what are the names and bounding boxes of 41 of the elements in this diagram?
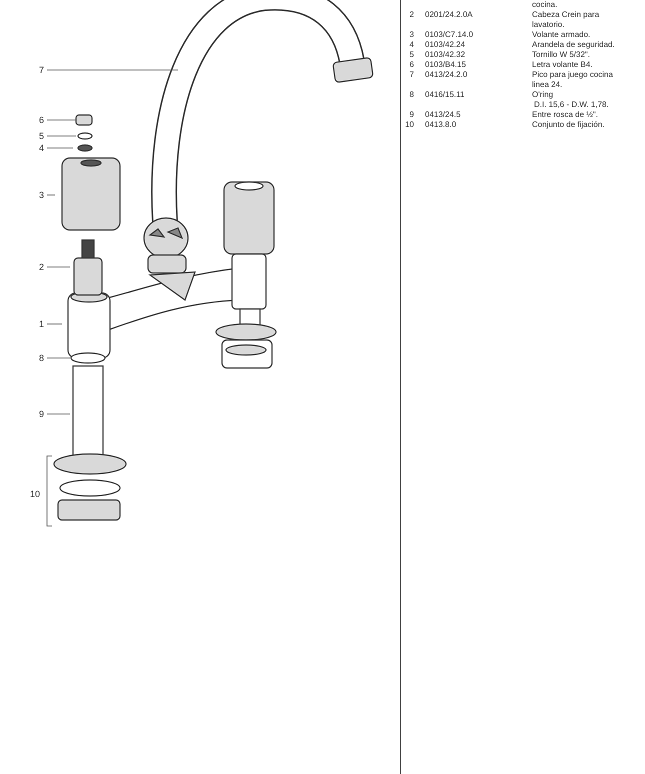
table-cell-text: cocina. — [532, 0, 558, 10]
table-cell: 5 — [410, 50, 414, 59]
leader-line — [46, 194, 56, 196]
table-cell: 10 — [405, 120, 414, 129]
table-cell-text: O'ring — [532, 90, 554, 100]
callout-number: 8 — [30, 352, 44, 364]
table-cell: 0103/42.24 — [425, 40, 466, 49]
callout-number: 6 — [30, 114, 44, 126]
callout-number: 1 — [30, 318, 44, 330]
table-cell: 0201/24.2.0A — [425, 10, 473, 19]
callout-number: 9 — [30, 408, 44, 420]
table-cell-text: Pico para juego cocina linea 24. — [532, 70, 614, 90]
table-cell-text: Volante armado. — [532, 30, 592, 40]
callout-number: 4 — [30, 142, 44, 154]
table-cell-text: Letra volante B4. — [532, 60, 594, 70]
table-cell-text: Tornillo W 5/32". — [532, 50, 591, 60]
callout-number: 7 — [30, 64, 44, 76]
table-cell: 0413.8.0 — [425, 120, 456, 129]
leader-line — [46, 266, 70, 268]
table-cell: 9 — [410, 110, 414, 119]
table-cell-text: Cabeza Crein para lavatorio. — [532, 10, 600, 30]
table-cell-text: Entre rosca de ½". — [532, 110, 599, 120]
callout-number: 10 — [26, 488, 40, 500]
table-cell-text: Conjunto de fijación. — [532, 120, 606, 130]
callout-number: 2 — [30, 261, 44, 273]
table-cell: 0103/C7.14.0 — [425, 30, 474, 39]
table-cell-text: Arandela de seguridad. — [532, 40, 616, 50]
table-cell: 0416/15.11 — [425, 90, 464, 99]
callout-number: 5 — [30, 130, 44, 142]
table-cell: 0413/24.5 — [425, 110, 461, 119]
table-cell: 7 — [410, 70, 414, 79]
table-cell: 6 — [410, 60, 414, 69]
table-cell-text: D.I. 15,6 - D.W. 1,78. — [533, 100, 610, 110]
table-cell: 4 — [410, 40, 414, 49]
table-cell: 0413/24.2.0 — [425, 70, 468, 79]
table-cell: 3 — [410, 30, 414, 39]
table-cell: 8 — [410, 90, 414, 99]
callout-number: 3 — [30, 189, 44, 201]
table-cell: 0103/42.32 — [425, 50, 466, 59]
table-cell: 0103/B4.15 — [425, 60, 466, 69]
table-cell: 2 — [410, 10, 414, 19]
